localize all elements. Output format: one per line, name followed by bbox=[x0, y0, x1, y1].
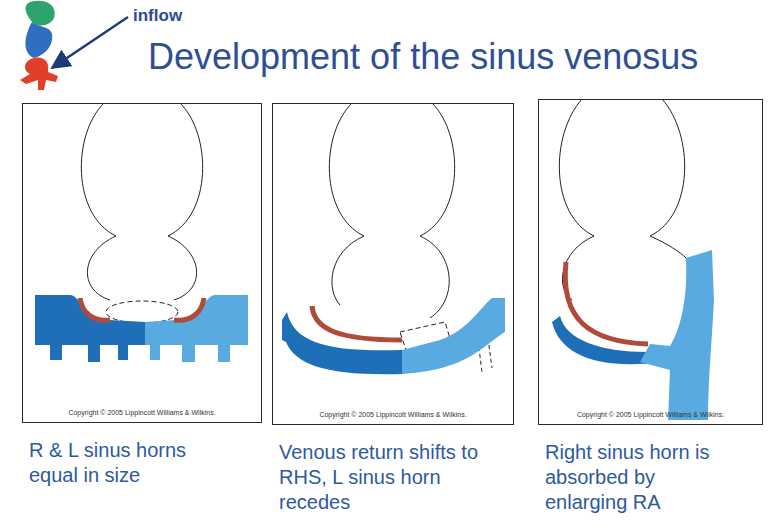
heart-tube-outline bbox=[559, 99, 686, 300]
thumb-green bbox=[26, 1, 55, 26]
thumbnail-heart bbox=[20, 1, 58, 90]
panel-box: Copyright © 2005 Lippincott Williams & W… bbox=[272, 103, 514, 425]
dashed-outline bbox=[106, 301, 178, 323]
left-sinus-horn bbox=[282, 312, 402, 374]
tube-right bbox=[168, 103, 203, 300]
panel-box: Copyright © 2005 Lippincott Williams & W… bbox=[22, 103, 262, 423]
tube-right bbox=[650, 99, 686, 258]
panel-box: Copyright © 2005 Lippincott Williams & W… bbox=[538, 99, 763, 425]
right-sinus-horn bbox=[145, 295, 248, 362]
tube-left bbox=[81, 103, 116, 300]
callout-label: inflow bbox=[133, 6, 182, 26]
tube-left bbox=[329, 103, 364, 305]
panel-caption: Venous return shifts to RHS, L sinus hor… bbox=[279, 440, 509, 515]
thumb-red bbox=[20, 58, 58, 90]
tube-right bbox=[420, 103, 455, 318]
copyright-note: Copyright © 2005 Lippincott Williams & W… bbox=[68, 409, 215, 416]
venous-valve bbox=[174, 298, 204, 320]
venous-valve bbox=[565, 262, 648, 344]
copyright-note: Copyright © 2005 Lippincott Williams & W… bbox=[577, 411, 724, 418]
right-sinus-horn bbox=[402, 298, 505, 374]
heart-tube-outline bbox=[81, 103, 202, 323]
slide-title: Development of the sinus venosus bbox=[148, 36, 698, 78]
panel-caption: R & L sinus horns equal in size bbox=[29, 438, 219, 488]
left-sinus-horn bbox=[35, 295, 145, 362]
copyright-note: Copyright © 2005 Lippincott Williams & W… bbox=[319, 411, 466, 418]
absorbed-right-horn bbox=[640, 250, 714, 420]
panel-caption: Right sinus horn is absorbed by enlargin… bbox=[545, 440, 735, 515]
venous-valve bbox=[312, 306, 402, 340]
venous-valve bbox=[80, 298, 110, 320]
thumb-blue bbox=[25, 22, 52, 58]
inflow-arrow bbox=[52, 17, 128, 68]
